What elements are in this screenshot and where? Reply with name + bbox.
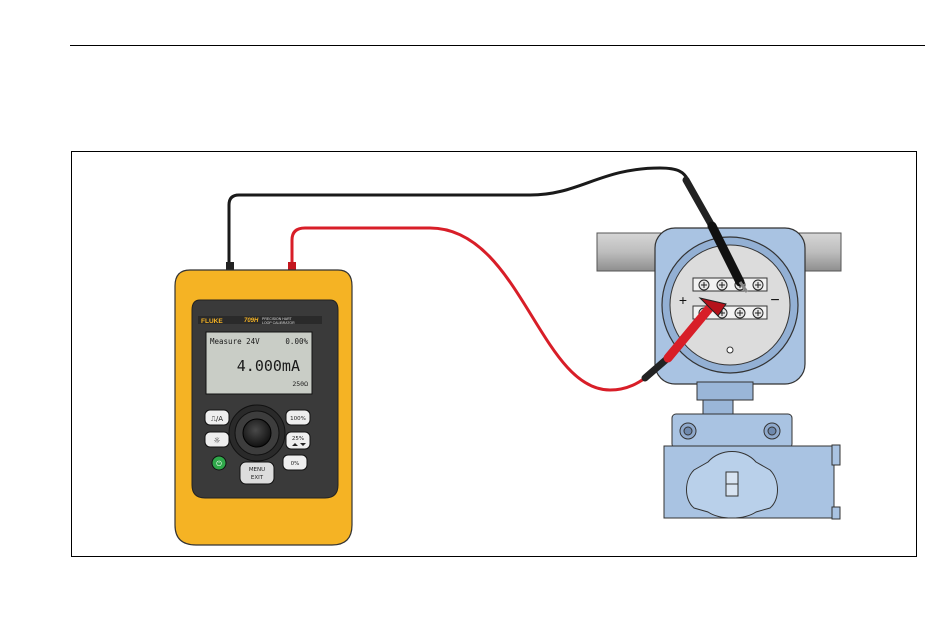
menu-key-label: MENU	[249, 467, 265, 473]
lcd-mode: Measure 24V	[210, 337, 260, 346]
mode-key[interactable]: ⎍/A	[205, 410, 229, 425]
key-25-label: 25%	[292, 436, 304, 442]
terminal-plus-label: +	[679, 292, 687, 308]
key-100-label: 100%	[290, 416, 306, 422]
key-0-label: 0%	[291, 461, 300, 467]
model-label: 709H	[244, 318, 259, 324]
power-icon: ⏻	[216, 460, 222, 468]
transmitter-sensor-body	[664, 398, 840, 519]
lcd-reading: 4.000mA	[237, 357, 300, 375]
backlight-key[interactable]: ☼	[205, 432, 229, 447]
terminal-minus-label: −	[770, 292, 779, 309]
backlight-icon: ☼	[213, 436, 220, 445]
lcd-percent: 0.00%	[285, 337, 308, 346]
menu-exit-key[interactable]: MENU EXIT	[240, 462, 274, 484]
rotary-knob[interactable]	[243, 419, 271, 447]
power-key[interactable]: ⏻	[212, 456, 226, 470]
subtitle-line-2: LOOP CALIBRATOR	[262, 321, 295, 325]
key-25-percent[interactable]: 25%	[286, 432, 310, 449]
loop-calibrator: FLUKE 709H PRECISION HART LOOP CALIBRATO…	[175, 262, 352, 545]
exit-key-label: EXIT	[251, 475, 264, 481]
mode-key-label: ⎍/A	[211, 415, 223, 423]
key-100-percent[interactable]: 100%	[286, 410, 310, 425]
lcd-resistor: 250Ω	[292, 380, 308, 388]
key-0-percent[interactable]: 0%	[283, 455, 307, 470]
brand-logo: FLUKE	[201, 318, 223, 325]
